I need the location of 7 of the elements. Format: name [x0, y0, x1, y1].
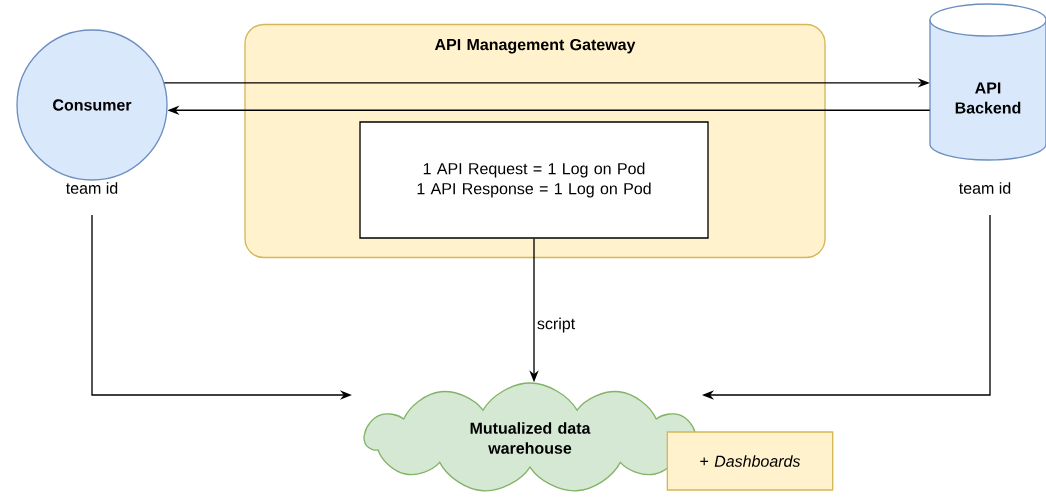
process-box: + Dashboards [666, 431, 834, 491]
edge-label: script [535, 316, 577, 334]
database-cylinder: API Backend [929, 3, 1046, 161]
warehouse-cloud: Mutualized data warehouse [363, 382, 697, 492]
beside-label: team id [959, 182, 1011, 194]
beside-label: team id [66, 182, 118, 194]
process-box: 1 API Request = 1 Log on Pod 1 API Response = 1 Log on Pod [359, 121, 709, 239]
